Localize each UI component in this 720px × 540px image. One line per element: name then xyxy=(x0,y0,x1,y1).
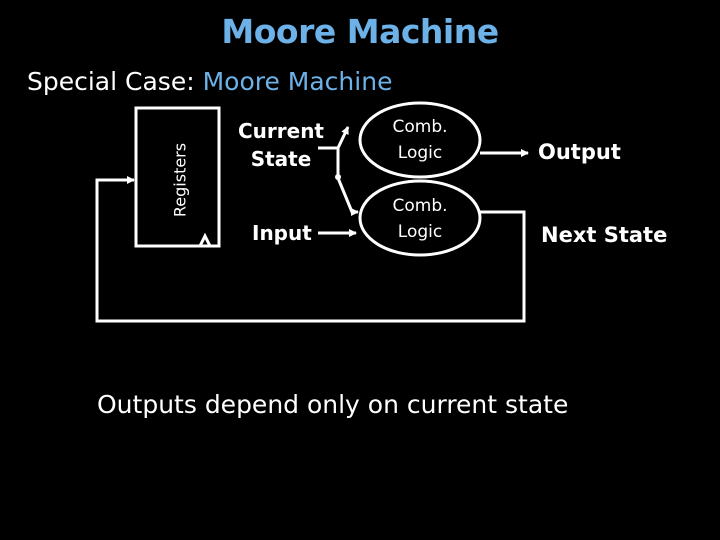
comb-logic-bottom-label: Comb. Logic xyxy=(372,193,468,245)
comb-logic-bottom-line1: Comb. xyxy=(392,196,448,216)
slide-title: Moore Machine xyxy=(221,12,499,51)
subtitle-highlight: Moore Machine xyxy=(202,67,393,96)
comb-logic-top-line1: Comb. xyxy=(392,117,448,137)
clock-triangle-icon xyxy=(198,232,212,247)
comb-logic-bottom-line2: Logic xyxy=(397,222,443,242)
comb-logic-top-label: Comb. Logic xyxy=(372,114,468,166)
comb-logic-top-oval xyxy=(358,101,482,179)
current-state-to-bottom-logic xyxy=(336,177,359,216)
next-state-label: Next State xyxy=(541,223,668,247)
registers-box xyxy=(134,106,221,248)
current-state-line1: Current xyxy=(237,119,324,143)
comb-logic-top-line2: Logic xyxy=(397,143,443,163)
subtitle: Special Case: Moore Machine xyxy=(27,67,392,96)
subtitle-prefix: Special Case: xyxy=(27,67,203,96)
split-junction xyxy=(335,174,341,180)
current-state-line2: State xyxy=(250,147,312,171)
current-state-to-top-logic xyxy=(336,126,350,149)
caption: Outputs depend only on current state xyxy=(97,390,569,419)
input-label: Input xyxy=(252,221,312,245)
registers-label: Registers xyxy=(170,142,190,218)
comb-logic-bottom-oval xyxy=(358,179,482,257)
feedback-loop-wire xyxy=(95,176,526,323)
current-state-label: Current State xyxy=(232,117,330,173)
output-label: Output xyxy=(538,140,621,164)
